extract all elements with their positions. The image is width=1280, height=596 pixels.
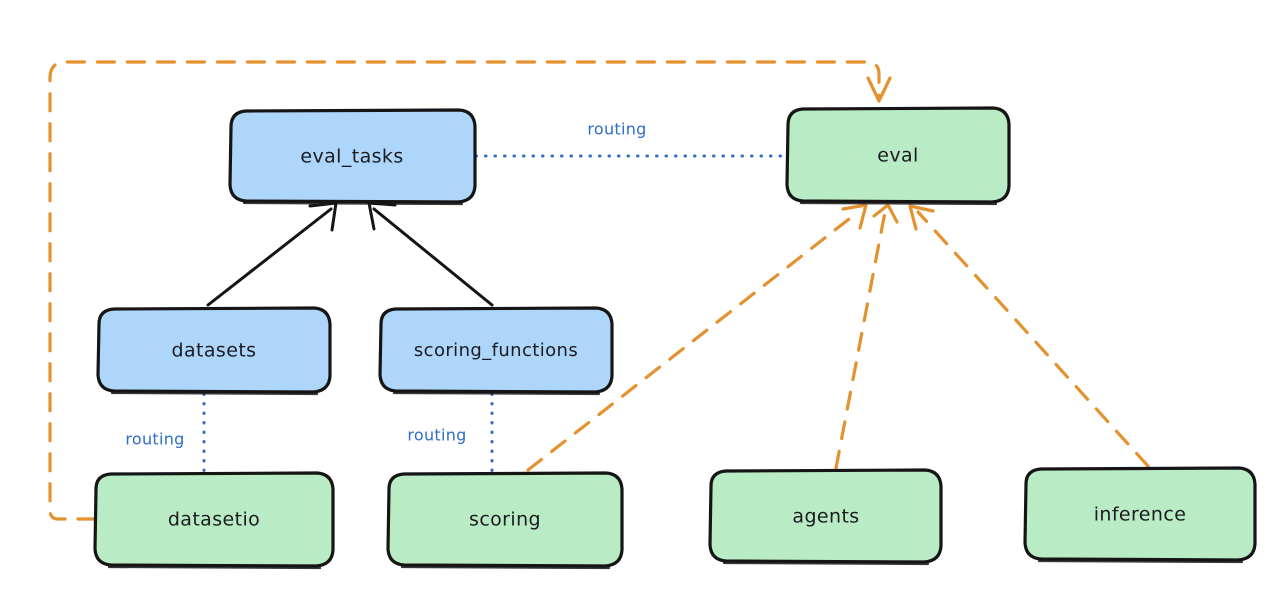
node-label-datasetio: datasetio <box>168 509 260 531</box>
edge-eval_tasks-to-eval: routing <box>474 120 788 158</box>
edge-datasets-to-eval_tasks <box>206 201 338 307</box>
edge-label-routing-eval-tasks: routing <box>587 120 646 139</box>
node-eval[interactable]: eval <box>785 106 1011 206</box>
node-inference[interactable]: inference <box>1023 466 1257 564</box>
node-label-inference: inference <box>1094 504 1187 526</box>
node-datasetio[interactable]: datasetio <box>93 471 335 570</box>
edge-label-routing-scoring-functions: routing <box>407 426 466 445</box>
edge-scoring_functions-to-scoring: routing <box>407 392 494 473</box>
node-scoring_functions[interactable]: scoring_functions <box>378 306 614 396</box>
node-label-agents: agents <box>792 506 859 528</box>
node-agents[interactable]: agents <box>708 468 943 566</box>
node-label-eval_tasks: eval_tasks <box>300 146 403 168</box>
edge-scoring_functions-to-eval_tasks <box>367 201 494 307</box>
edge-scoring-to-eval <box>526 203 868 472</box>
node-label-scoring_functions: scoring_functions <box>414 340 578 361</box>
edge-label-routing-datasets: routing <box>125 430 184 449</box>
node-label-scoring: scoring <box>469 509 541 531</box>
node-eval_tasks[interactable]: eval_tasks <box>228 108 477 206</box>
node-label-datasets: datasets <box>172 340 257 362</box>
node-scoring[interactable]: scoring <box>386 471 624 570</box>
edge-inference-to-eval <box>908 204 1150 468</box>
node-datasets[interactable]: datasets <box>96 306 332 396</box>
edge-agents-to-eval <box>834 203 899 470</box>
edge-datasetio-to-eval <box>48 60 892 521</box>
edge-datasets-to-datasetio: routing <box>125 392 206 473</box>
node-label-eval: eval <box>877 145 918 167</box>
